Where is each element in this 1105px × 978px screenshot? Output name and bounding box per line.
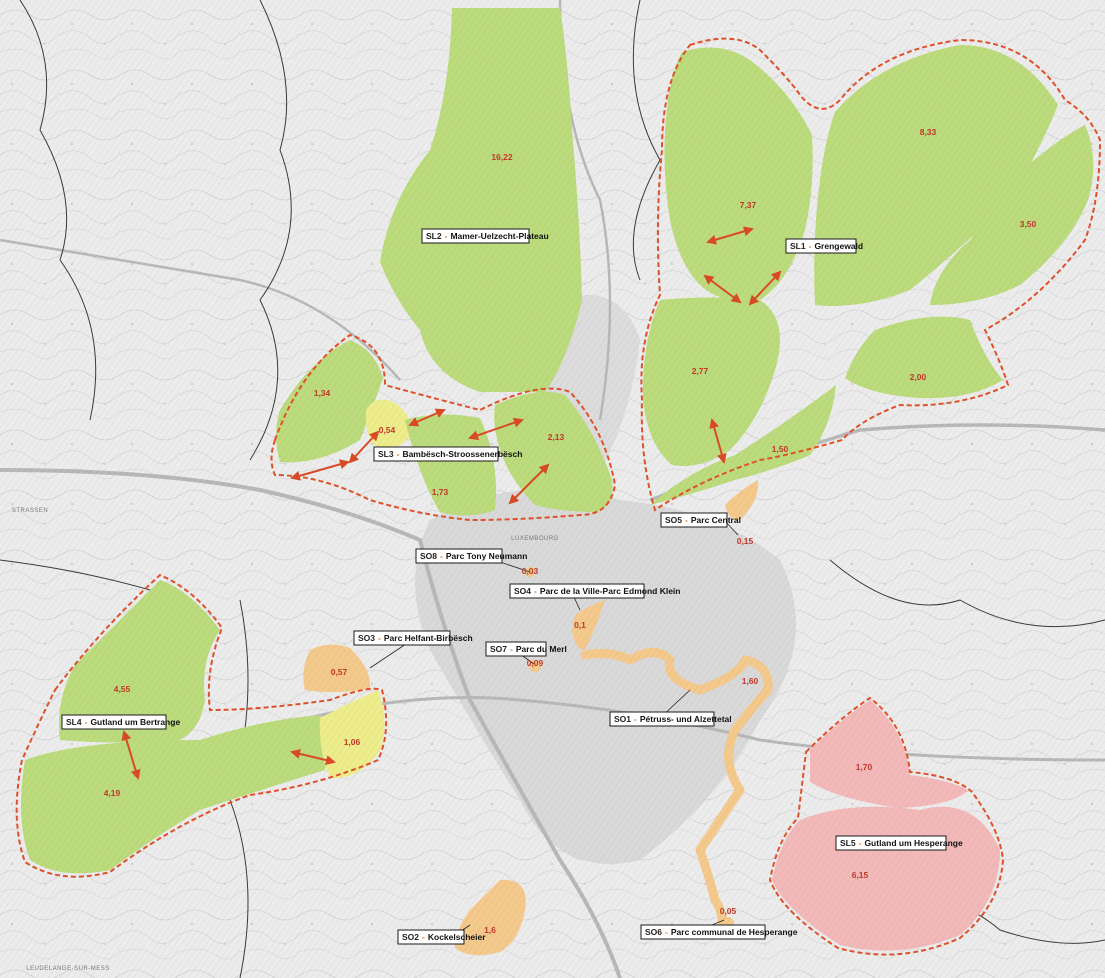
area-value: 7,37 xyxy=(740,200,757,210)
svg-text:SO2-Kockelscheier: SO2-Kockelscheier xyxy=(402,932,486,942)
svg-text:SO4-Parc de la Ville-Parc Edmo: SO4-Parc de la Ville-Parc Edmond Klein xyxy=(514,586,680,596)
area-value: 4,19 xyxy=(104,788,121,798)
svg-text:SL5-Gutland um Hesperange: SL5-Gutland um Hesperange xyxy=(840,838,963,848)
area-value: 0,15 xyxy=(737,536,754,546)
area-value: 0,05 xyxy=(720,906,737,916)
zone-label-sl2[interactable]: SL2-Mamer-Uelzecht-Plateau xyxy=(421,228,549,244)
area-value: 3,50 xyxy=(1020,219,1037,229)
svg-text:SO6-Parc communal de Hesperang: SO6-Parc communal de Hesperange xyxy=(645,927,798,937)
area-value: 1,6 xyxy=(484,925,496,935)
place-name-center: LUXEMBOURG xyxy=(511,536,559,542)
boundary-sl5 xyxy=(768,696,1005,956)
area-value: 1,50 xyxy=(772,444,789,454)
svg-text:SO1-Pétruss- und Alzettetal: SO1-Pétruss- und Alzettetal xyxy=(614,714,732,724)
area-value: 0,57 xyxy=(331,667,348,677)
area-value: 1,06 xyxy=(344,737,361,747)
area-value: 1,70 xyxy=(856,762,873,772)
area-value: 1,34 xyxy=(314,388,331,398)
area-value: 2,77 xyxy=(692,366,709,376)
zone-label-so2[interactable]: SO2-Kockelscheier xyxy=(397,929,486,945)
zone-label-sl5[interactable]: SL5-Gutland um Hesperange xyxy=(835,835,963,851)
connection-arrow xyxy=(408,408,446,427)
zone-label-so4[interactable]: SO4-Parc de la Ville-Parc Edmond Klein xyxy=(509,583,680,599)
connection-arrow xyxy=(121,730,141,780)
area-value: 1,73 xyxy=(432,487,449,497)
zone-label-so7[interactable]: SO7-Parc du Merl xyxy=(485,641,567,657)
area-value: 0,03 xyxy=(522,566,539,576)
connection-arrow xyxy=(508,463,550,505)
area-value: 16,22 xyxy=(491,152,513,162)
connection-arrow xyxy=(709,418,727,464)
connection-arrow xyxy=(290,459,350,481)
connection-arrow xyxy=(348,430,380,464)
svg-text:SO5-Parc Central: SO5-Parc Central xyxy=(665,515,741,525)
svg-text:SL2-Mamer-Uelzecht-Plateau: SL2-Mamer-Uelzecht-Plateau xyxy=(426,231,549,241)
zone-label-sl3[interactable]: SL3-Bambësch-Stroossenerbësch xyxy=(373,446,522,462)
connection-arrow xyxy=(290,748,336,766)
boundary-sl3 xyxy=(270,333,617,522)
area-value: 1,60 xyxy=(742,676,759,686)
svg-text:SL4-Gutland um Bertrange: SL4-Gutland um Bertrange xyxy=(66,717,180,727)
zone-label-so6[interactable]: SO6-Parc communal de Hesperange xyxy=(640,924,798,940)
boundary-sl1 xyxy=(640,37,1102,512)
svg-text:SL3-Bambësch-Stroossenerbësch: SL3-Bambësch-Stroossenerbësch xyxy=(378,449,522,459)
area-value: 0,1 xyxy=(574,620,586,630)
leader-line xyxy=(499,561,531,573)
zone-label-so8[interactable]: SO8-Parc Tony Neumann xyxy=(415,548,527,564)
area-value: 0,09 xyxy=(527,658,544,668)
area-value: 0,54 xyxy=(379,425,396,435)
zone-label-sl1[interactable]: SL1-Grengewald xyxy=(785,238,863,254)
connection-arrow xyxy=(468,417,524,441)
place-name-southwest: LEUDELANGE-SUR-MESS xyxy=(26,966,110,972)
zone-label-so5[interactable]: SO5-Parc Central xyxy=(660,512,741,528)
zone-label-sl4[interactable]: SL4-Gutland um Bertrange xyxy=(61,714,180,730)
place-name-west: STRASSEN xyxy=(12,508,48,514)
area-value: 2,13 xyxy=(548,432,565,442)
svg-text:SO8-Parc Tony Neumann: SO8-Parc Tony Neumann xyxy=(420,551,527,561)
zone-label-so1[interactable]: SO1-Pétruss- und Alzettetal xyxy=(609,711,732,727)
boundary-sl4 xyxy=(15,573,388,878)
zone-label-so3[interactable]: SO3-Parc Helfant-Birbësch xyxy=(353,630,473,646)
area-value: 2,00 xyxy=(910,372,927,382)
connection-arrow xyxy=(706,226,754,245)
leader-line xyxy=(711,919,725,926)
svg-text:SO7-Parc du Merl: SO7-Parc du Merl xyxy=(490,644,567,654)
area-value: 8,33 xyxy=(920,127,937,137)
connection-arrow xyxy=(703,274,742,304)
area-value: 4,55 xyxy=(114,684,131,694)
area-value: 6,15 xyxy=(852,870,869,880)
connection-arrow xyxy=(748,270,782,306)
svg-text:SO3-Parc Helfant-Birbësch: SO3-Parc Helfant-Birbësch xyxy=(358,633,473,643)
svg-text:SL1-Grengewald: SL1-Grengewald xyxy=(790,241,863,251)
